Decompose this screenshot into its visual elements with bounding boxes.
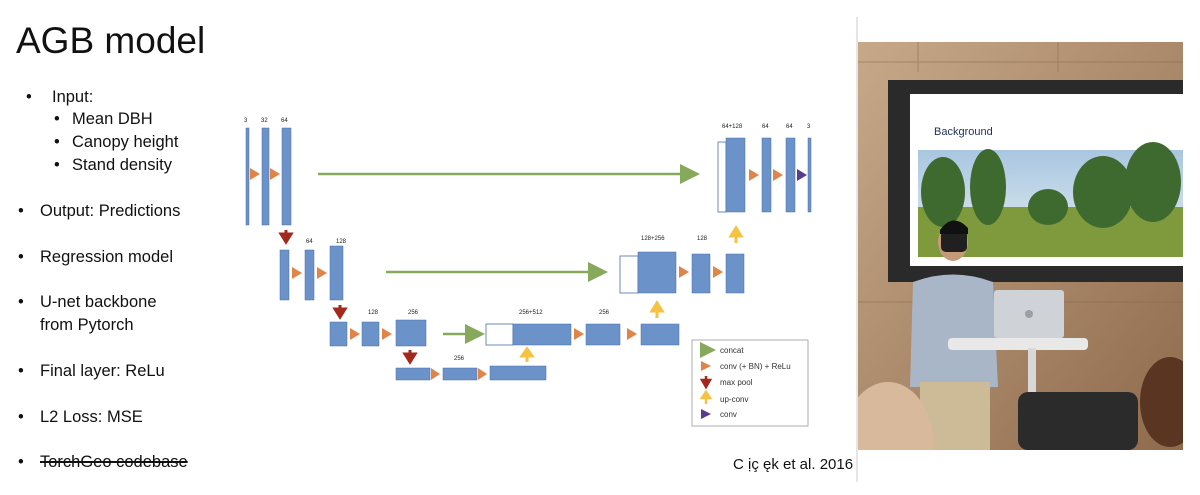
- audience-member: [1140, 357, 1183, 447]
- channel-label: 128: [368, 310, 379, 316]
- channel-label: 3: [244, 118, 248, 124]
- decoder-level-1: [717, 137, 812, 213]
- laptop: [948, 290, 1088, 418]
- channel-label: 64: [281, 118, 288, 124]
- encoder-level-1: [245, 127, 292, 226]
- up-conv-arrow: [649, 300, 665, 318]
- channel-label: 64: [306, 239, 313, 245]
- presentation-slide: AGB model •Input: •Mean DBH •Canopy heig…: [16, 20, 854, 473]
- channel-label: 64: [762, 124, 769, 130]
- purple-triangle-icon: [701, 409, 711, 419]
- speaker-video: Background: [858, 42, 1183, 450]
- slide-title: AGB model: [16, 20, 206, 61]
- final-conv-icon: [797, 169, 807, 181]
- channel-label: 3: [807, 124, 811, 130]
- legend-label: concat: [720, 346, 744, 355]
- channel-label: 32: [261, 118, 268, 124]
- channel-label: 128+256: [641, 236, 665, 242]
- channel-label: 64+128: [722, 124, 743, 130]
- decoder-level-3: [485, 323, 680, 346]
- citation: C ịç ęk et al. 2016: [733, 456, 854, 473]
- encoder-level-3: [329, 319, 427, 347]
- max-pool-arrow: [332, 305, 348, 320]
- legend-label: max pool: [720, 378, 753, 387]
- projected-slide-title: Background: [934, 126, 993, 138]
- bottleneck: [395, 365, 547, 381]
- orange-triangle-icon: [701, 361, 711, 371]
- channel-label: 256: [408, 310, 419, 316]
- conv-icon: [270, 168, 280, 180]
- legend-label: up-conv: [720, 395, 748, 404]
- audience-member: [858, 382, 933, 450]
- channel-label: 256: [599, 310, 610, 316]
- channel-label: 256: [454, 356, 465, 362]
- channel-label: 128: [697, 236, 708, 242]
- encoder-level-2: [279, 245, 344, 301]
- video-frame: Background: [858, 42, 1183, 450]
- conv-icon: [250, 168, 260, 180]
- channel-label: 128: [336, 239, 347, 245]
- legend-label: conv (+ BN) + ReLu: [720, 362, 791, 371]
- channel-label: 64: [786, 124, 793, 130]
- up-conv-arrow: [728, 225, 744, 243]
- legend: concat conv (+ BN) + ReLu max pool up-co…: [691, 339, 809, 427]
- max-pool-arrow: [402, 350, 418, 365]
- max-pool-arrow: [278, 230, 294, 245]
- decoder-level-2: [619, 251, 745, 294]
- channel-label: 256+512: [519, 310, 543, 316]
- divider: [856, 17, 858, 482]
- legend-label: conv: [720, 410, 737, 419]
- yellow-up-arrow-icon: [699, 389, 713, 404]
- red-down-arrow-icon: [699, 376, 713, 390]
- up-conv-arrow: [519, 346, 535, 362]
- audience-chair: [1018, 392, 1138, 450]
- unet-diagram: 3 32 64 64 128 128 256 256 256+512 256 1…: [244, 118, 812, 427]
